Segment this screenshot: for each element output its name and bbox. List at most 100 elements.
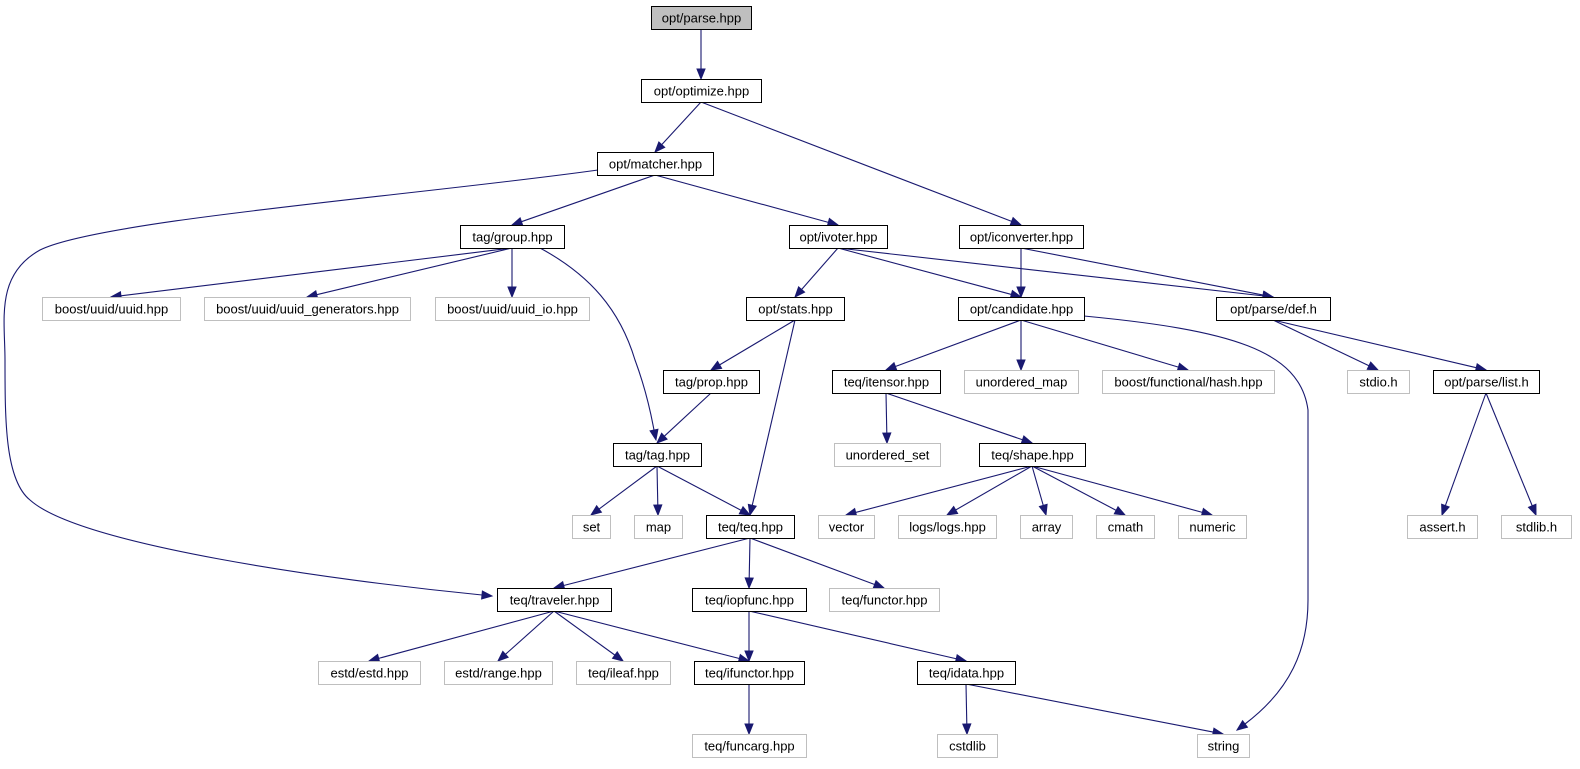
edge-prop-to-tag [656, 392, 712, 444]
node-logs: logs/logs.hpp [898, 515, 997, 539]
node-ifunctor[interactable]: teq/ifunctor.hpp [694, 661, 805, 685]
edge-teq-to-functor-line [749, 537, 875, 586]
node-ivoter-box [789, 225, 888, 249]
edge-ivoter-to-def [837, 247, 1275, 301]
edge-idata-to-string [965, 683, 1225, 737]
node-stats[interactable]: opt/stats.hpp [746, 297, 845, 321]
edge-candidate-to-fhash-line [1020, 319, 1179, 368]
edge-shape-to-array [1031, 465, 1048, 517]
node-ivoter[interactable]: opt/ivoter.hpp [789, 225, 888, 249]
node-uset-box [834, 443, 941, 467]
node-range: estd/range.hpp [444, 661, 553, 685]
node-uuidgen-box [204, 297, 411, 321]
node-traveler-label: teq/traveler.hpp [510, 593, 600, 608]
node-iopfunc[interactable]: teq/iopfunc.hpp [692, 588, 807, 612]
node-stats-box [746, 297, 845, 321]
edge-ivoter-to-def-line [837, 247, 1264, 297]
edge-matcher-to-group [510, 174, 656, 227]
node-parse[interactable]: opt/parse.hpp [651, 6, 752, 30]
node-uuidgen-label: boost/uuid/uuid_generators.hpp [216, 302, 399, 317]
node-traveler-box [497, 588, 612, 612]
edge-tag-to-teq [656, 465, 752, 516]
node-cmath-label: cmath [1108, 520, 1143, 535]
node-cstdlib-label: cstdlib [949, 739, 986, 754]
edge-iconverter-to-def-line [1020, 247, 1264, 296]
edge-optimize-to-matcher [654, 101, 702, 153]
node-group[interactable]: tag/group.hpp [460, 225, 565, 249]
node-matcher[interactable]: opt/matcher.hpp [597, 152, 714, 176]
node-funcarg: teq/funcarg.hpp [692, 734, 807, 758]
node-optimize[interactable]: opt/optimize.hpp [641, 79, 762, 103]
edge-idata-to-cstdlib-line [965, 683, 968, 725]
node-idata-label: teq/idata.hpp [929, 666, 1004, 681]
edge-candidate-to-string-arrowhead [1235, 719, 1249, 731]
node-map-box [634, 515, 683, 539]
node-list[interactable]: opt/parse/list.h [1433, 370, 1540, 394]
node-uset: unordered_set [834, 443, 941, 467]
edge-parse-to-optimize-arrowhead [696, 68, 706, 81]
node-umap: unordered_map [964, 370, 1079, 394]
node-logs-label: logs/logs.hpp [909, 520, 986, 535]
node-stdlib-label: stdlib.h [1516, 520, 1557, 535]
node-uuidio-box [435, 297, 590, 321]
edge-tag-to-set-arrowhead [589, 504, 603, 516]
node-prop[interactable]: tag/prop.hpp [663, 370, 760, 394]
node-group-box [460, 225, 565, 249]
edge-group-to-tag [539, 247, 659, 442]
node-set-label: set [583, 520, 601, 535]
node-iconverter[interactable]: opt/iconverter.hpp [959, 225, 1084, 249]
node-candidate[interactable]: opt/candidate.hpp [958, 297, 1085, 321]
edge-tag-to-map [653, 465, 663, 517]
edge-traveler-to-ileaf-arrowhead [611, 651, 625, 662]
node-itensor-box [832, 370, 941, 394]
edge-stats-to-teq-line [751, 319, 796, 506]
node-cstdlib: cstdlib [937, 734, 998, 758]
edge-shape-to-logs-line [955, 465, 1033, 511]
node-uuid-box [42, 297, 181, 321]
edge-ivoter-to-stats [794, 247, 839, 299]
node-idata[interactable]: teq/idata.hpp [917, 661, 1016, 685]
edge-group-to-uuidgen [305, 247, 513, 300]
edge-stats-to-prop [709, 319, 796, 371]
node-iconverter-label: opt/iconverter.hpp [970, 230, 1073, 245]
edge-matcher-to-ivoter-line [654, 174, 829, 223]
edge-itensor-to-uset [882, 392, 892, 445]
edge-stats-to-prop-line [719, 319, 796, 366]
edge-prop-to-tag-arrowhead [656, 432, 668, 444]
edge-traveler-to-ileaf [553, 610, 625, 662]
edge-candidate-to-string [1083, 315, 1309, 731]
edge-iopfunc-to-ifunctor [744, 611, 754, 663]
node-candidate-label: opt/candidate.hpp [970, 302, 1073, 317]
node-itensor[interactable]: teq/itensor.hpp [832, 370, 941, 394]
edge-shape-to-vector [844, 465, 1033, 517]
edge-iopfunc-to-idata-line [748, 610, 957, 660]
node-tag[interactable]: tag/tag.hpp [613, 443, 702, 467]
edge-tag-to-set-line [598, 465, 658, 510]
edge-candidate-to-itensor-arrowhead [884, 361, 898, 371]
node-def[interactable]: opt/parse/def.h [1216, 297, 1331, 321]
node-estd-label: estd/estd.hpp [330, 666, 408, 681]
node-umap-box [964, 370, 1079, 394]
node-teq[interactable]: teq/teq.hpp [706, 515, 795, 539]
node-iopfunc-box [692, 588, 807, 612]
node-shape[interactable]: teq/shape.hpp [979, 443, 1086, 467]
node-vector-box [818, 515, 875, 539]
node-uuid-label: boost/uuid/uuid.hpp [55, 302, 168, 317]
edge-list-to-stdlib [1485, 392, 1537, 517]
edge-stats-to-prop-arrowhead [709, 360, 723, 371]
edge-ivoter-to-candidate-line [837, 247, 1012, 295]
edge-teq-to-traveler-line [563, 537, 751, 587]
edge-matcher-to-traveler [3, 169, 599, 600]
edge-optimize-to-iconverter [700, 101, 1023, 226]
edge-matcher-to-group-line [521, 174, 656, 223]
edge-optimize-to-iconverter-line [700, 101, 1012, 222]
edge-shape-to-array-arrowhead [1038, 503, 1048, 517]
edge-idata-to-cstdlib-arrowhead [962, 723, 972, 736]
node-string: string [1197, 734, 1250, 758]
edge-stats-to-teq [747, 319, 796, 517]
edge-optimize-to-matcher-line [661, 101, 702, 146]
edge-tag-to-set [589, 465, 658, 516]
edge-idata-to-cstdlib [962, 683, 972, 736]
node-traveler[interactable]: teq/traveler.hpp [497, 588, 612, 612]
edge-teq-to-iopfunc-line [748, 537, 751, 579]
